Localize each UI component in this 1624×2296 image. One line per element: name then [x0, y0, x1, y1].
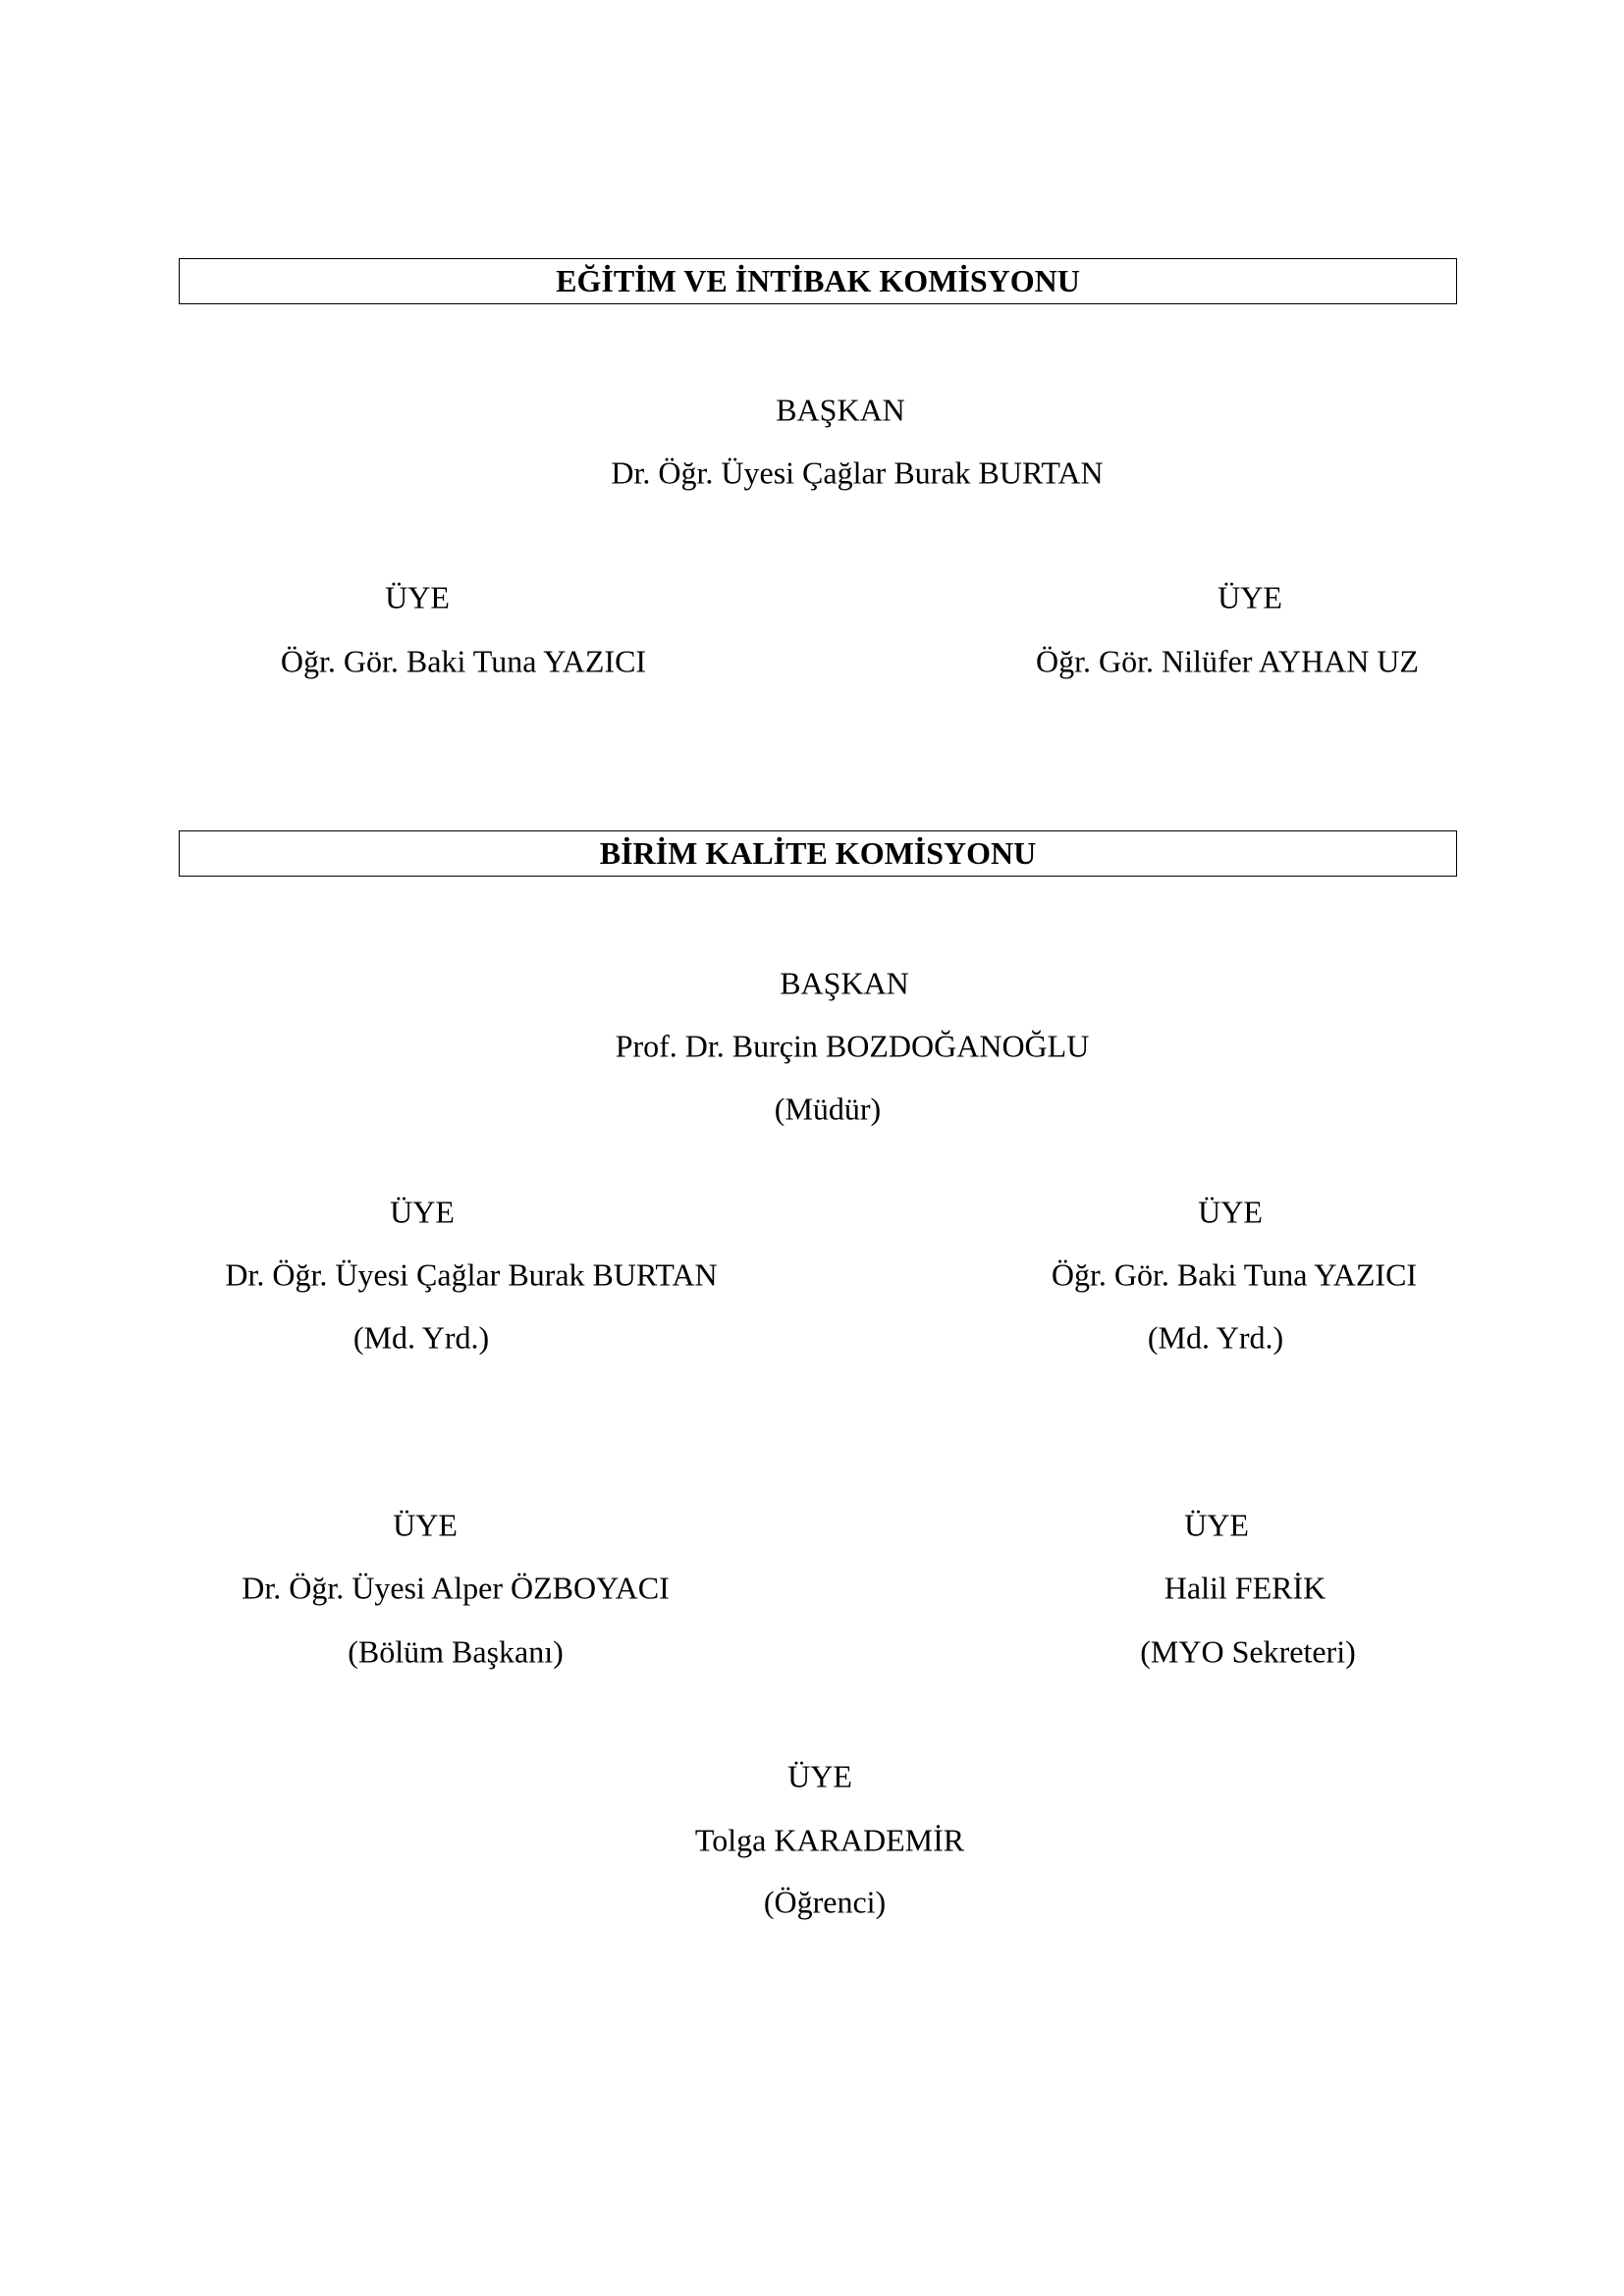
section-title: EĞİTİM VE İNTİBAK KOMİSYONU	[556, 263, 1080, 298]
member-name: Öğr. Gör. Baki Tuna YAZICI	[1051, 1256, 1418, 1293]
chair-name: Prof. Dr. Burçin BOZDOĞANOĞLU	[615, 1028, 1090, 1064]
member-position: (Öğrenci)	[763, 1884, 887, 1920]
chair-position: (Müdür)	[774, 1091, 882, 1127]
member-name: Dr. Öğr. Üyesi Alper ÖZBOYACI	[242, 1570, 670, 1606]
section-header-birim-kalite: BİRİM KALİTE KOMİSYONU	[179, 830, 1457, 877]
chair-role: BAŞKAN	[776, 392, 905, 428]
member-position: (MYO Sekreteri)	[1140, 1633, 1356, 1670]
chair-name: Dr. Öğr. Üyesi Çağlar Burak BURTAN	[611, 454, 1104, 491]
member-position: (Md. Yrd.)	[352, 1319, 490, 1356]
member-name: Öğr. Gör. Nilüfer AYHAN UZ	[1036, 643, 1419, 679]
member-name: Dr. Öğr. Üyesi Çağlar Burak BURTAN	[225, 1256, 718, 1293]
member-role: ÜYE	[390, 1194, 455, 1230]
member-role: ÜYE	[393, 1507, 458, 1543]
member-role: ÜYE	[1198, 1194, 1263, 1230]
member-name: Öğr. Gör. Baki Tuna YAZICI	[280, 643, 647, 679]
member-role: ÜYE	[385, 579, 450, 615]
member-position: (Md. Yrd.)	[1147, 1319, 1284, 1356]
chair-role: BAŞKAN	[780, 965, 909, 1001]
section-title: BİRİM KALİTE KOMİSYONU	[599, 835, 1037, 871]
member-role: ÜYE	[1184, 1507, 1249, 1543]
member-position: (Bölüm Başkanı)	[348, 1633, 564, 1670]
member-role: ÜYE	[787, 1758, 852, 1794]
section-header-egitim-intibak: EĞİTİM VE İNTİBAK KOMİSYONU	[179, 258, 1457, 304]
member-role: ÜYE	[1218, 579, 1282, 615]
member-name: Tolga KARADEMİR	[694, 1822, 965, 1858]
member-name: Halil FERİK	[1164, 1570, 1326, 1606]
